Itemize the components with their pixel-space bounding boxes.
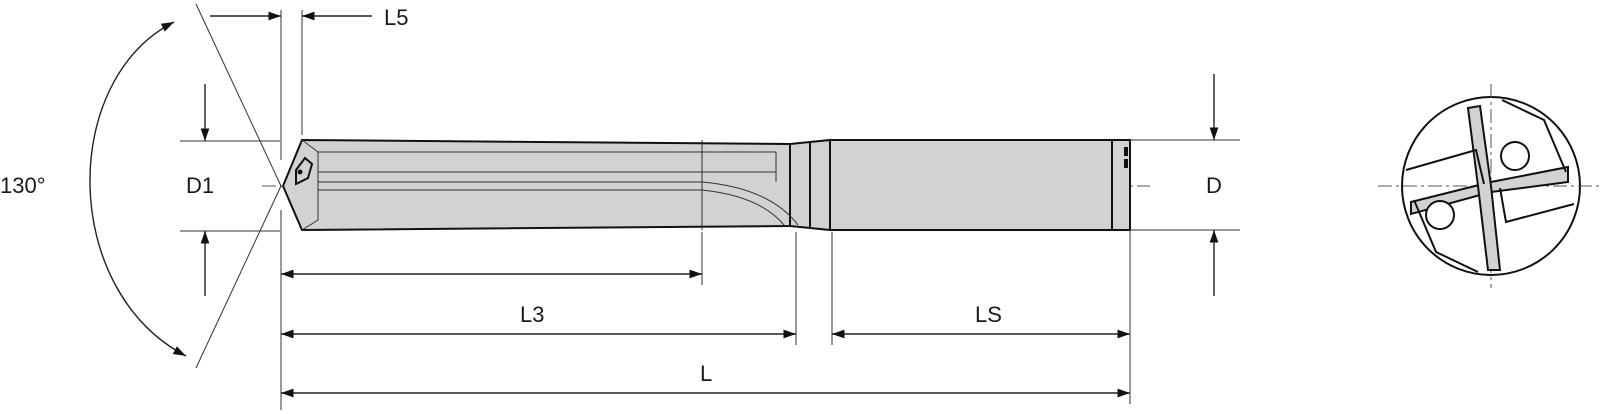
drill-neck <box>789 138 831 232</box>
label-l5: L5 <box>384 5 408 30</box>
label-d: D <box>1206 173 1222 198</box>
drill-fluted-body <box>281 138 799 232</box>
extension-lines <box>180 3 1240 410</box>
dimension-lines <box>89 11 1219 398</box>
drill-end-view <box>1378 84 1600 288</box>
label-d1: D1 <box>186 173 214 198</box>
label-angle: 130° <box>0 173 46 198</box>
label-l3: L3 <box>520 302 544 327</box>
label-ls: LS <box>975 302 1002 327</box>
label-l: L <box>700 361 712 386</box>
drill-shank <box>829 139 1131 231</box>
